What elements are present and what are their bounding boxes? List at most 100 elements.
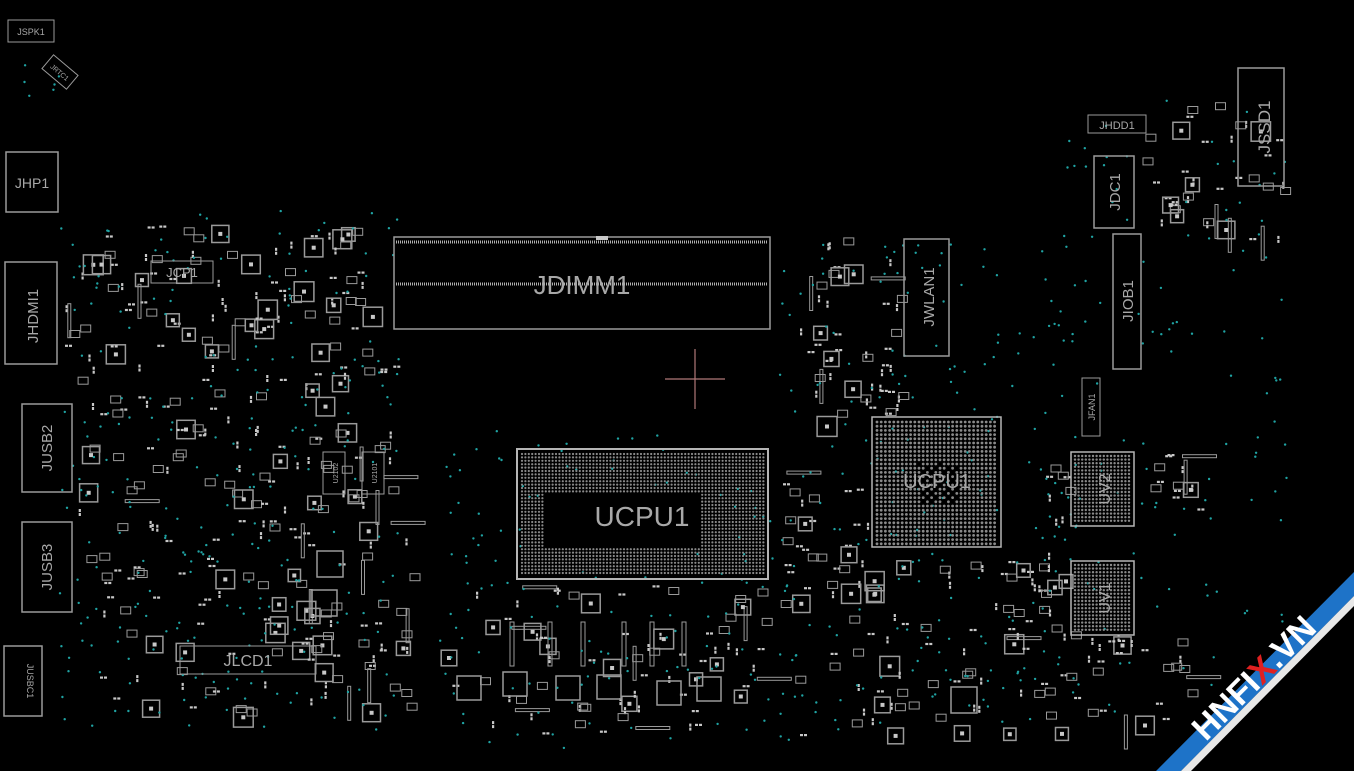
via bbox=[1032, 336, 1035, 339]
connector-jspk1[interactable]: JSPK1 bbox=[7, 19, 55, 43]
long-component bbox=[300, 523, 305, 559]
bga-ball bbox=[718, 469, 721, 473]
bga-ball bbox=[612, 476, 615, 479]
smd-pad bbox=[307, 658, 311, 661]
connector-jusb2[interactable]: JUSB2 bbox=[21, 403, 73, 493]
connector-jhdd1[interactable]: JHDD1 bbox=[1087, 114, 1147, 134]
bga-ball bbox=[913, 479, 917, 483]
bga-ball bbox=[735, 527, 738, 530]
connector-jhdmi1[interactable]: JHDMI1 bbox=[4, 261, 58, 365]
chip-uv2[interactable]: UV2 bbox=[1070, 451, 1135, 527]
smd-pad bbox=[296, 462, 299, 466]
bga-ball bbox=[993, 462, 996, 466]
bga-ball bbox=[1124, 501, 1127, 504]
bga-ball bbox=[554, 469, 558, 473]
bga-ball bbox=[755, 568, 758, 571]
bga-ball bbox=[551, 473, 554, 476]
bga-ball bbox=[578, 565, 581, 568]
bga-ball bbox=[892, 458, 896, 462]
bga-ball bbox=[1113, 512, 1116, 515]
connector-jhp1[interactable]: JHP1 bbox=[5, 151, 59, 213]
bga-ball bbox=[755, 551, 758, 554]
smd-pad bbox=[1206, 225, 1209, 229]
smd-pad bbox=[153, 596, 157, 599]
chip-ucpu1-main[interactable]: UCPU1 bbox=[516, 448, 769, 580]
long-component bbox=[681, 621, 687, 667]
via bbox=[323, 221, 326, 225]
bga-ball bbox=[701, 541, 704, 544]
bga-ball bbox=[879, 504, 883, 508]
bga-ball bbox=[1124, 567, 1127, 570]
via bbox=[193, 636, 196, 639]
bga-ball bbox=[896, 529, 900, 533]
connector-jfan1[interactable]: JFAN1 bbox=[1081, 377, 1101, 437]
bga-ball bbox=[1124, 472, 1127, 476]
via bbox=[676, 665, 679, 669]
bga-ball bbox=[900, 538, 904, 541]
smd-pad bbox=[369, 664, 372, 667]
bga-ball bbox=[745, 469, 748, 473]
bga-ball bbox=[1088, 501, 1091, 504]
bga-ball bbox=[656, 459, 660, 462]
bga-ball bbox=[643, 554, 646, 558]
bga-ball bbox=[1102, 563, 1106, 567]
smd-pad bbox=[290, 245, 293, 249]
bga-ball bbox=[748, 459, 751, 462]
component-outline bbox=[885, 408, 897, 417]
bga-ball bbox=[1095, 476, 1098, 479]
bga-ball bbox=[955, 424, 959, 428]
connector-jusbc1[interactable]: JUSBC1 bbox=[3, 645, 43, 717]
connector-jusb3[interactable]: JUSB3 bbox=[21, 521, 73, 613]
bga-ball bbox=[622, 473, 626, 476]
bga-ball bbox=[704, 520, 707, 524]
bga-ball bbox=[636, 476, 639, 479]
connector-jwlan1[interactable]: JWLAN1 bbox=[903, 238, 950, 357]
bga-ball bbox=[942, 496, 946, 499]
bga-ball bbox=[875, 529, 879, 533]
bga-ball bbox=[680, 554, 683, 558]
smd-pad bbox=[861, 560, 864, 564]
component-outline bbox=[113, 453, 125, 462]
via bbox=[227, 670, 230, 673]
bga-ball bbox=[554, 463, 558, 466]
smd-pad bbox=[211, 318, 214, 322]
bga-ball bbox=[1095, 585, 1098, 588]
bga-ball bbox=[938, 492, 942, 495]
bga-ball bbox=[571, 490, 575, 493]
bga-ball bbox=[741, 537, 745, 541]
bga-ball bbox=[680, 466, 683, 469]
bga-ball bbox=[721, 531, 724, 534]
bga-ball bbox=[595, 469, 598, 473]
connector-jdc1[interactable]: JDC1 bbox=[1093, 155, 1135, 229]
bga-ball bbox=[892, 487, 896, 491]
bga-ball bbox=[738, 517, 741, 520]
via bbox=[1108, 703, 1111, 706]
chip-ucpu1-secondary[interactable]: UCPU1 bbox=[871, 416, 1002, 548]
bga-ball bbox=[684, 551, 687, 554]
bga-ball bbox=[896, 458, 900, 462]
smd-pad bbox=[893, 614, 896, 617]
connector-jiob1[interactable]: JIOB1 bbox=[1112, 233, 1142, 370]
smd-pad bbox=[735, 648, 738, 652]
connector-jlcd1[interactable]: JLCD1 bbox=[179, 645, 317, 675]
bga-ball bbox=[585, 486, 588, 490]
connector-jssd1[interactable]: JSSD1 bbox=[1237, 67, 1285, 187]
bga-ball bbox=[1102, 480, 1106, 483]
bga-ball bbox=[1106, 498, 1109, 501]
bga-ball bbox=[1102, 585, 1106, 588]
bga-ball bbox=[524, 503, 527, 507]
bga-ball bbox=[711, 531, 714, 534]
bga-ball bbox=[534, 469, 537, 473]
chip-uv1[interactable]: UV1 bbox=[1070, 560, 1135, 636]
via bbox=[616, 437, 620, 440]
bga-ball bbox=[1073, 519, 1077, 522]
bga-ball bbox=[989, 483, 992, 487]
bga-ball bbox=[1127, 454, 1131, 458]
bga-ball bbox=[728, 551, 731, 554]
via bbox=[57, 75, 61, 78]
bga-ball bbox=[537, 463, 541, 466]
connector-jdimm1[interactable]: JDIMM1 bbox=[393, 236, 771, 330]
smd-pad bbox=[882, 302, 886, 305]
connector-jcp1[interactable]: JCP1 bbox=[150, 260, 214, 284]
